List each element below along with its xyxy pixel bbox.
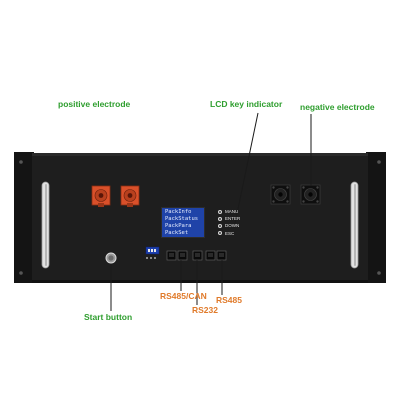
lcd-menu-line: PackInfo <box>165 209 192 215</box>
key-down[interactable]: DOWN <box>218 222 240 229</box>
positive-terminal-1[interactable] <box>91 185 111 207</box>
key-dot-icon <box>218 209 222 214</box>
lcd-menu-line: PackStatus <box>165 216 199 222</box>
key-dot-icon <box>218 224 222 228</box>
label-negative-electrode: negative electrode <box>300 102 375 112</box>
negative-terminal-2[interactable] <box>300 184 321 205</box>
left-handle-shade <box>45 184 47 266</box>
ear-screw <box>19 271 23 275</box>
led-indicator <box>150 257 152 259</box>
callout-line-lcd <box>233 112 259 229</box>
right-handle-shade <box>354 184 356 266</box>
port-rs485-2[interactable] <box>216 250 227 261</box>
label-positive-electrode: positive electrode <box>58 99 131 109</box>
port-rs232[interactable] <box>192 250 203 261</box>
chassis-bottom-edge <box>32 280 368 283</box>
chassis-top-edge <box>32 153 368 156</box>
ear-screw <box>377 271 381 275</box>
label-lcd-key-indicator: LCD key indicator <box>210 99 283 109</box>
key-label: MANU <box>225 209 239 214</box>
lcd-menu-line: PackSet <box>165 230 189 236</box>
ear-screw <box>19 160 23 164</box>
lcd-menu-line: PackPara <box>165 223 192 229</box>
dip-switch[interactable] <box>145 246 160 255</box>
start-button[interactable] <box>105 252 117 264</box>
key-dot-icon <box>218 216 222 221</box>
key-label: ESC <box>225 230 235 236</box>
key-esc[interactable]: ESC <box>218 230 240 237</box>
key-manu[interactable]: MANU <box>218 208 240 215</box>
ear-screw <box>377 160 381 164</box>
right-rack-ear <box>366 152 386 283</box>
label-rs485: RS485 <box>216 295 242 305</box>
led-indicator <box>154 257 156 259</box>
port-rs485-can-2[interactable] <box>177 250 188 261</box>
key-enter[interactable]: ENTER <box>218 215 240 222</box>
led-indicator <box>146 257 148 259</box>
left-rack-ear <box>14 152 34 283</box>
negative-terminal-1[interactable] <box>270 184 291 205</box>
port-rs485-can-1[interactable] <box>166 250 177 261</box>
port-rs485-1[interactable] <box>205 250 216 261</box>
lcd-key-panel: MANU ENTER DOWN ESC <box>218 208 240 237</box>
key-dot-icon <box>218 231 222 236</box>
label-rs485-can: RS485/CAN <box>160 291 207 301</box>
key-label: DOWN <box>225 223 240 229</box>
key-label: ENTER <box>225 216 241 222</box>
lcd-screen: PackInfo PackStatus PackPara PackSet <box>161 207 205 238</box>
label-start-button: Start button <box>84 312 133 322</box>
label-rs232: RS232 <box>192 305 218 315</box>
positive-terminal-2[interactable] <box>120 185 140 207</box>
